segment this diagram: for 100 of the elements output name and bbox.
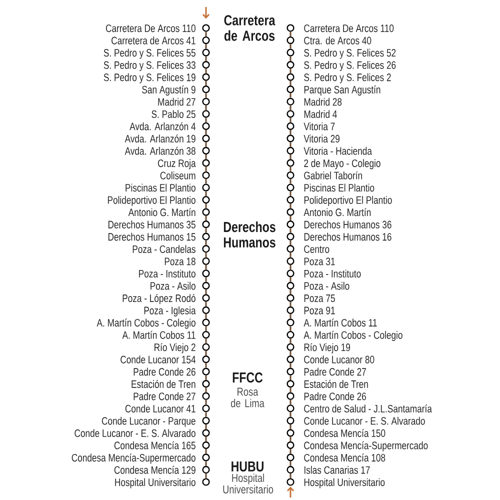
stop-name: S. Pedro y S. Felices 33 — [104, 61, 196, 72]
stop-name: Padre Conde 27 — [134, 392, 196, 400]
stop-name: Polideportivo El Plantio — [108, 196, 196, 206]
stop-name: Centro — [304, 245, 330, 253]
route-line — [290, 388, 292, 392]
route-line — [205, 130, 207, 135]
direction-arrow — [202, 7, 210, 19]
route-line — [290, 289, 292, 294]
route-line — [290, 252, 292, 258]
stop-name: Estación de Tren — [132, 380, 196, 388]
stop-name: Poza - Asilo — [150, 282, 196, 290]
route-line — [205, 105, 207, 110]
stop-name: Piscinas El Plantio — [126, 184, 196, 192]
stop-name: 2 de Mayo - Colegio — [304, 159, 380, 170]
stop-name: A. Martín Cobos 11 — [122, 330, 196, 339]
route-line — [290, 204, 292, 208]
stop-name: S. Pedro y S. Felices 2 — [304, 73, 391, 84]
route-line — [205, 302, 207, 306]
stop-name: Avda. Arlanzón 4 — [130, 122, 196, 130]
stop-name: Poza - Iglesia — [144, 306, 196, 316]
area-heading: Carretera de Arcos — [224, 15, 276, 41]
stop-name: Conde Lucanor - E. S. Alvarado — [74, 429, 196, 438]
route-line — [290, 191, 292, 196]
area-subtitle: Rosa de Lima — [230, 388, 264, 408]
route-line — [290, 68, 292, 74]
route-line — [205, 289, 207, 294]
area-heading: Derechos Humanos — [224, 221, 276, 248]
route-line — [205, 388, 207, 392]
route-line — [205, 326, 207, 331]
stop-name: San Agustín 9 — [142, 85, 196, 96]
stop-name: Condesa Mencía-Supermercado — [304, 441, 428, 452]
route-line — [290, 80, 292, 86]
stop-name: Poza 18 — [164, 258, 196, 266]
stop-name: Poza 75 — [304, 294, 335, 302]
route-line — [205, 32, 207, 36]
route-line — [205, 68, 207, 74]
route-line — [290, 179, 292, 184]
route-line — [290, 400, 292, 405]
route-line — [205, 461, 207, 466]
route-line — [290, 412, 292, 417]
route-line — [205, 350, 207, 356]
route-line — [290, 118, 292, 122]
route-line — [290, 302, 292, 306]
route-line — [290, 474, 292, 478]
stop-name: Conde Lucanor 80 — [304, 356, 374, 364]
stop-name: Río Viejo 19 — [304, 343, 350, 354]
route-line — [205, 191, 207, 196]
stop-name: Poza - López Rodó — [122, 294, 196, 304]
stop-name: Poza 91 — [304, 306, 335, 314]
stop-name: Vitoria 29 — [304, 134, 340, 143]
route-line — [205, 412, 207, 417]
stop-name: Hospital Universitario — [304, 478, 385, 488]
stop-name: Madrid 4 — [304, 110, 337, 118]
stop-name: A. Martín Cobos 11 — [304, 318, 377, 327]
route-line — [205, 448, 207, 454]
stop-name: Piscinas El Plantio — [304, 184, 374, 192]
route-line — [205, 216, 207, 221]
stop-name: Río Viejo 2 — [154, 343, 196, 354]
route-line — [205, 400, 207, 405]
route-line — [205, 436, 207, 442]
stop-name: Vitoria - Hacienda — [304, 146, 372, 155]
route-line — [290, 216, 292, 221]
stop-name: Conde Lucanor - E. S. Alvarado — [304, 416, 425, 425]
route-line — [205, 375, 207, 380]
route-line — [290, 326, 292, 331]
route-line — [205, 166, 207, 172]
stop-name: Poza - Instituto — [304, 270, 361, 278]
route-line — [290, 350, 292, 356]
stop-name: Derechos Humanos 15 — [108, 232, 196, 241]
stop-name: Parque San Agustín — [304, 85, 380, 96]
route-line — [205, 264, 207, 270]
route-line — [205, 56, 207, 61]
route-line — [290, 264, 292, 270]
route-line — [205, 252, 207, 258]
stop-name: Derechos Humanos 16 — [304, 232, 392, 241]
stop-name: Coliseum — [160, 171, 196, 180]
route-line — [290, 363, 292, 368]
stop-name: Carretera De Arcos 110 — [106, 24, 196, 32]
stop-name: Islas Canarias 17 — [304, 466, 370, 474]
route-line — [290, 277, 292, 282]
stop-name: Madrid 28 — [304, 98, 342, 106]
stop-name: S. Pedro y S. Felices 26 — [304, 61, 396, 72]
route-line — [205, 338, 207, 344]
stop-name: Condesa Mencía-Supermercado — [72, 454, 196, 464]
stop-name: Condesa Mencía 150 — [304, 429, 386, 438]
route-line — [205, 228, 207, 233]
route-line — [290, 338, 292, 344]
stop-name: Hospital Universitario — [115, 478, 196, 488]
stop-name: Padre Conde 26 — [304, 392, 366, 400]
route-line — [205, 240, 207, 246]
stop-name: Conde Lucanor 41 — [125, 404, 196, 412]
stop-name: Antonio G. Martín — [304, 208, 371, 216]
stop-name: Carretera De Arcos 110 — [304, 24, 394, 32]
route-line — [205, 44, 207, 49]
stop-name: Vitoria 7 — [304, 122, 335, 130]
route-line — [290, 142, 292, 147]
stop-name: Condesa Mencía 165 — [114, 441, 196, 450]
stop-name: Centro de Salud - J.L.Santamaría — [304, 404, 432, 412]
route-line — [290, 240, 292, 246]
stop-name: Carretera de Arcos 41 — [112, 36, 196, 44]
